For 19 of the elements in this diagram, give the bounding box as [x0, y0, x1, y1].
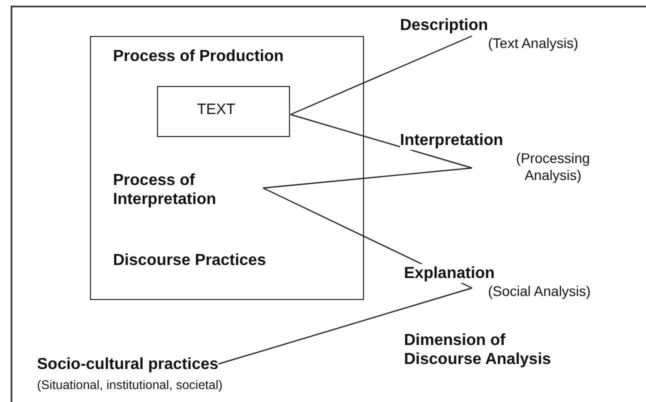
subheading: (Social Analysis)	[488, 283, 592, 300]
discourse-practices-box	[90, 36, 364, 300]
heading: Description	[400, 16, 488, 35]
box-heading: Process of Production	[113, 47, 284, 66]
text-label: TEXT	[197, 101, 236, 118]
connector-line	[290, 35, 472, 116]
subheading: (Situational, institutional, societal)	[37, 377, 224, 394]
subheading: (Text Analysis)	[488, 35, 580, 52]
heading: Interpretation	[400, 131, 504, 150]
connector-line	[262, 167, 472, 189]
heading: Explanation	[404, 264, 495, 283]
text-box	[157, 86, 290, 137]
process-label: Process of Interpretation	[113, 171, 263, 211]
subheading: (Processing Analysis)	[515, 150, 591, 184]
connector-line	[290, 114, 472, 169]
box-heading: Discourse Practices	[113, 251, 266, 270]
heading: Socio-cultural practices	[37, 355, 218, 374]
diagram-label: Dimension of Discourse Analysis	[404, 331, 552, 369]
connector-line	[218, 287, 472, 365]
